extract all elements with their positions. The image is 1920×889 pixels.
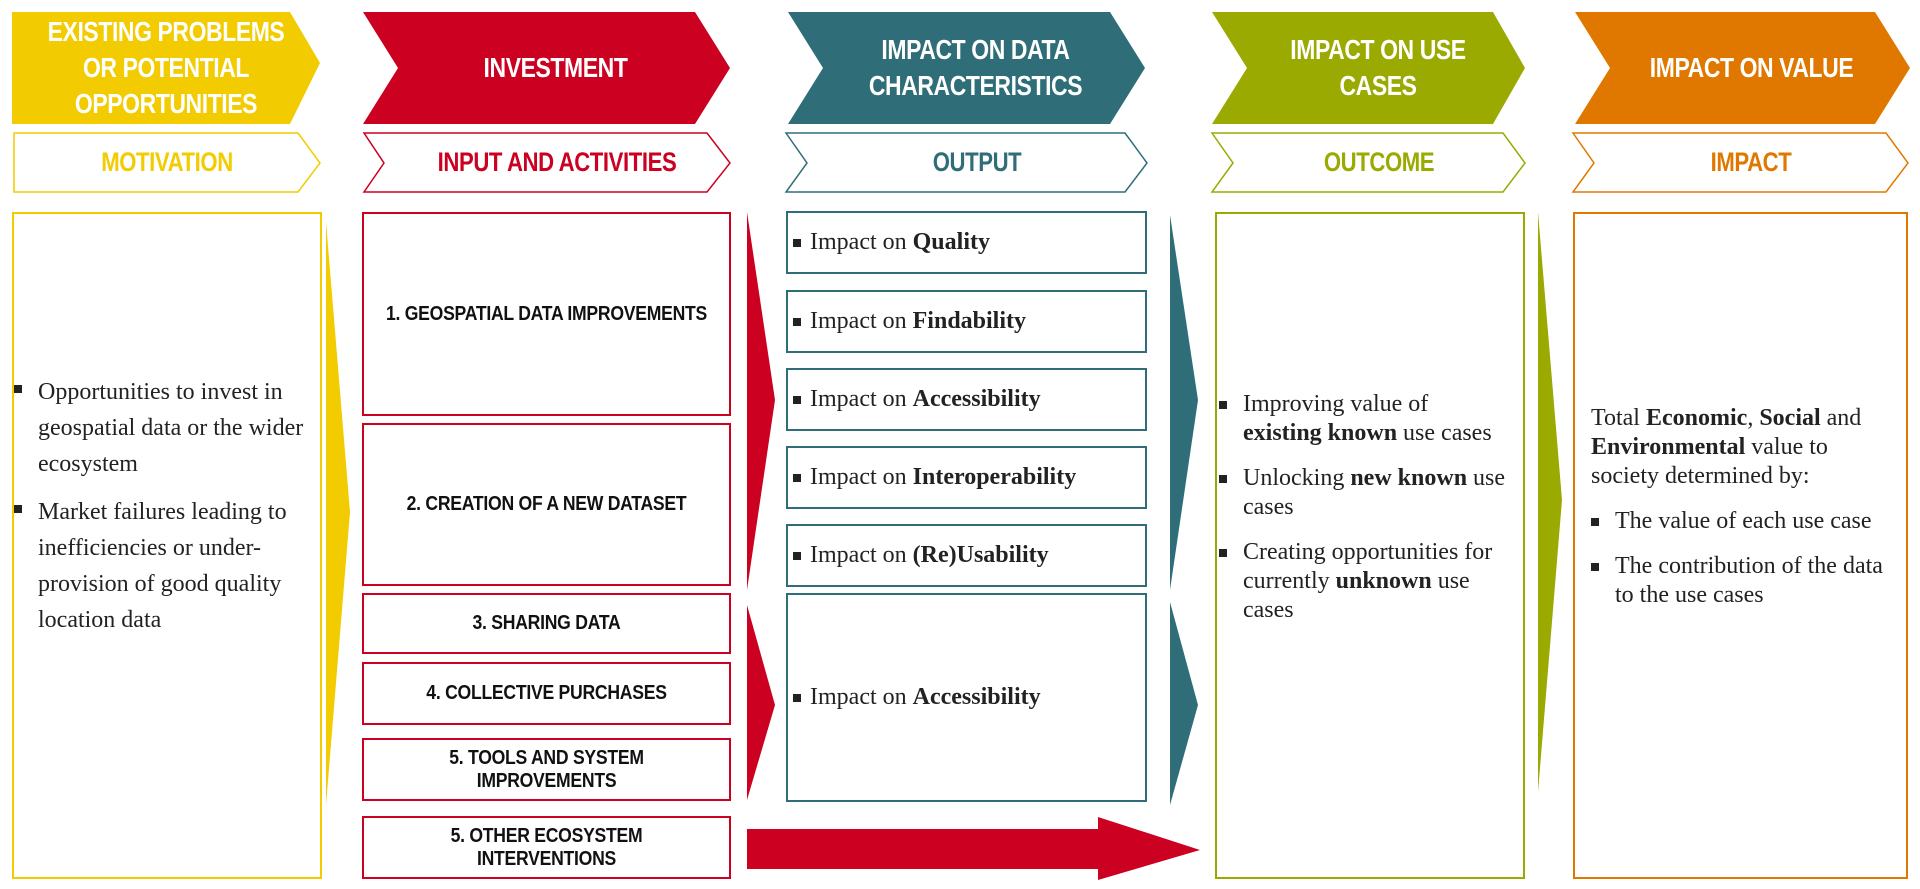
outcome-bullet: Creating opportunities for currently unk… (1219, 538, 1511, 625)
output-box-accessibility-lower: Impact on Accessibility (786, 593, 1147, 802)
investment-box-6: 5. OTHER ECOSYSTEM INTERVENTIONS (362, 816, 731, 879)
subheader-motivation: MOTIVATION (101, 147, 233, 177)
motivation-box: Opportunities to invest in geospatial da… (12, 212, 322, 879)
outcome-box: Improving value of existing known use ca… (1215, 212, 1525, 879)
outcome-bullet: Improving value of existing known use ca… (1219, 390, 1511, 448)
impact-box: Total Economic, Social and Environmental… (1573, 212, 1908, 879)
output-characteristic: Interoperability (912, 464, 1077, 490)
investment-label: 3. SHARING DATA (472, 612, 621, 634)
arrow-output-to-outcome-lower (1170, 602, 1198, 805)
motivation-bullet: Market failures leading to inefficiencie… (14, 494, 314, 638)
investment-box-5: 5. TOOLS AND SYSTEM IMPROVEMENTS (362, 738, 731, 801)
arrow-other-to-outcome (747, 817, 1200, 880)
investment-box-2: 2. CREATION OF A NEW DATASET (362, 423, 731, 586)
investment-box-4: 4. COLLECTIVE PURCHASES (362, 662, 731, 725)
arrow-outcome-to-impact (1538, 212, 1562, 792)
output-box-findability: Impact on Findability (786, 290, 1147, 353)
investment-label: 5. OTHER ECOSYSTEM INTERVENTIONS (450, 824, 643, 870)
header-impact: IMPACT ON VALUE (1649, 52, 1854, 83)
motivation-bullet: Opportunities to invest in geospatial da… (14, 374, 314, 482)
output-characteristic: Quality (912, 229, 990, 255)
impact-bullet: The value of each use case (1591, 507, 1896, 536)
investment-label: 1. GEOSPATIAL DATA IMPROVEMENTS (385, 302, 708, 325)
arrow-motivation-to-investment (326, 222, 350, 805)
sub-chevron-motivation (13, 132, 321, 193)
header-chevron-impact (1575, 12, 1910, 124)
investment-box-1: 1. GEOSPATIAL DATA IMPROVEMENTS (362, 212, 731, 416)
sub-chevron-impact (1571, 132, 1909, 193)
output-characteristic: (Re)Usability (912, 542, 1049, 568)
subheader-outcome: OUTCOME (1323, 147, 1435, 177)
arrow-investment-to-output-upper (747, 212, 775, 590)
output-box-interoperability: Impact on Interoperability (786, 446, 1147, 509)
output-characteristic: Accessibility (912, 386, 1041, 412)
output-box-accessibility: Impact on Accessibility (786, 368, 1147, 431)
arrow-investment-to-output-lower (747, 605, 775, 800)
impact-bullet: The contribution of the data to the use … (1591, 552, 1896, 610)
subheader-impact: IMPACT (1710, 147, 1792, 177)
header-output: IMPACT ON DATA CHARACTERISTICS (868, 34, 1083, 101)
sub-chevron-outcome (1210, 132, 1526, 193)
header-investment: INVESTMENT (483, 52, 628, 83)
investment-label: 4. COLLECTIVE PURCHASES (426, 682, 667, 704)
header-chevron-output (788, 12, 1145, 124)
impact-intro: Total Economic, Social and Environmental… (1591, 405, 1862, 489)
header-chevron-outcome (1212, 12, 1525, 124)
output-characteristic: Accessibility (912, 684, 1041, 710)
arrow-output-to-outcome-upper (1170, 215, 1198, 590)
header-outcome: IMPACT ON USE CASES (1290, 34, 1466, 101)
investment-label: 2. CREATION OF A NEW DATASET (406, 493, 687, 515)
subheader-investment: INPUT AND ACTIVITIES (437, 147, 677, 177)
investment-box-3: 3. SHARING DATA (362, 593, 731, 654)
subheader-output: OUTPUT (932, 147, 1022, 177)
header-chevron-investment (363, 12, 730, 124)
header-motivation: EXISTING PROBLEMS OR POTENTIAL OPPORTUNI… (47, 16, 285, 119)
outcome-bullet: Unlocking new known use cases (1219, 464, 1511, 522)
header-chevron-motivation (12, 12, 320, 124)
output-characteristic: Findability (912, 308, 1027, 334)
sub-chevron-output (784, 132, 1148, 193)
output-box-reusability: Impact on (Re)Usability (786, 524, 1147, 587)
sub-chevron-investment (362, 132, 731, 193)
output-box-quality: Impact on Quality (786, 211, 1147, 274)
investment-label: 5. TOOLS AND SYSTEM IMPROVEMENTS (449, 746, 644, 792)
